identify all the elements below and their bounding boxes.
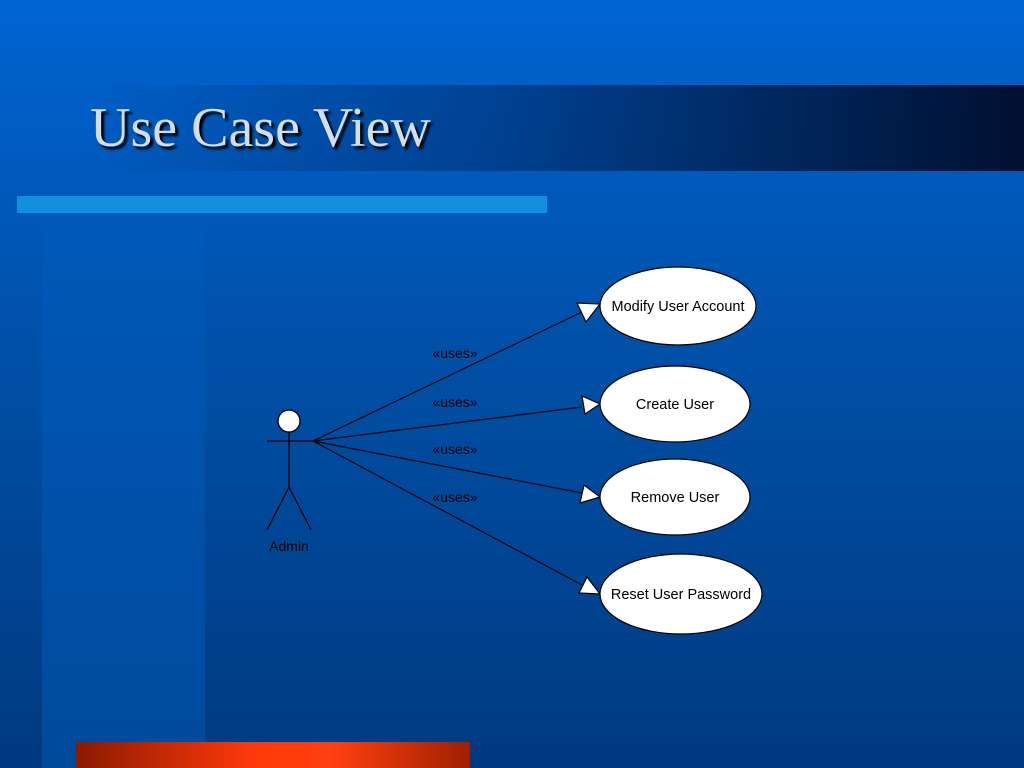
left-column-panel	[42, 230, 205, 768]
use-case-remove-user[interactable]: Remove User	[599, 458, 751, 536]
association-line	[312, 440, 583, 586]
arrowhead	[576, 302, 602, 324]
association-line	[312, 406, 583, 442]
accent-bar	[17, 196, 547, 213]
use-case-modify-user-account[interactable]: Modify User Account	[599, 266, 757, 346]
stereotype-label-reset: «uses»	[432, 489, 477, 505]
actor-right-leg	[288, 486, 312, 531]
association-line	[312, 440, 583, 494]
association-line	[312, 311, 583, 442]
title-band	[88, 85, 1024, 171]
use-case-create-user[interactable]: Create User	[599, 365, 751, 443]
arrowhead	[578, 575, 602, 595]
stereotype-label-remove: «uses»	[432, 441, 477, 457]
use-case-ellipse	[599, 266, 757, 346]
arrowhead	[579, 483, 602, 504]
use-case-label: Create User	[636, 397, 714, 413]
use-case-reset-user-password[interactable]: Reset User Password	[599, 553, 763, 635]
use-case-ellipse	[599, 458, 751, 536]
stereotype-label-modify: «uses»	[432, 345, 477, 361]
arrowhead	[581, 394, 602, 416]
bottom-accent-bar	[76, 742, 470, 768]
stereotype-label-create: «uses»	[432, 394, 477, 410]
association-reset[interactable]	[312, 440, 602, 595]
association-remove[interactable]	[312, 440, 602, 504]
use-case-ellipse	[599, 365, 751, 443]
association-create[interactable]	[312, 394, 602, 442]
use-case-label: Modify User Account	[612, 299, 745, 315]
use-case-label: Reset User Password	[611, 587, 751, 603]
page-title: Use Case View	[90, 97, 431, 159]
association-modify[interactable]	[312, 302, 602, 442]
actor-admin[interactable]: Admin	[266, 409, 313, 554]
actor-label: Admin	[269, 538, 309, 554]
use-case-label: Remove User	[631, 490, 720, 506]
actor-head	[277, 409, 301, 433]
actor-left-leg	[266, 486, 290, 531]
use-case-ellipse	[599, 553, 763, 635]
